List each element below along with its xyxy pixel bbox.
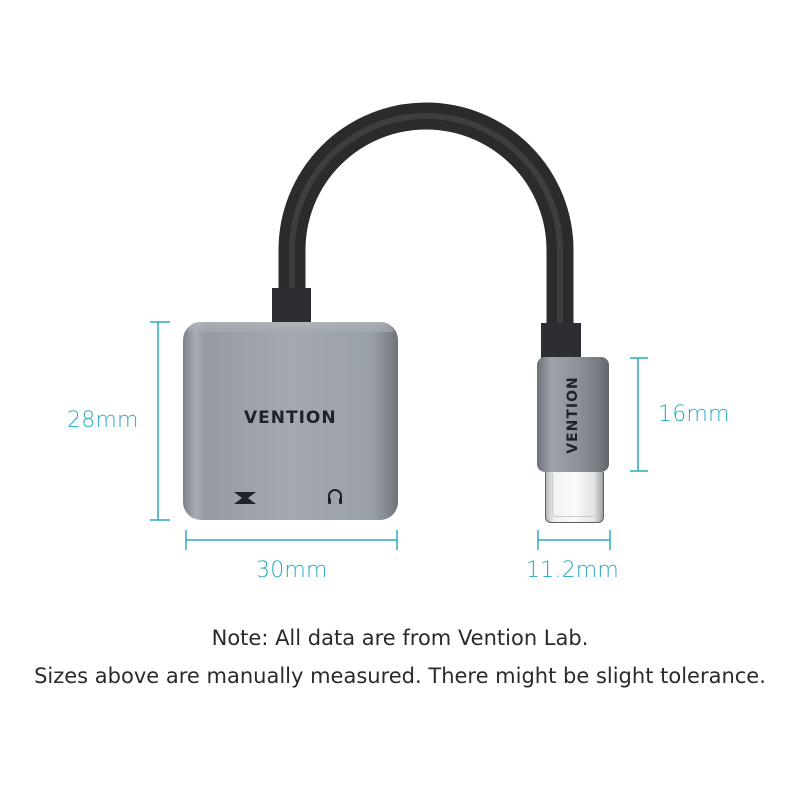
connector-width-label: 11.2mm xyxy=(526,558,620,583)
body-height-label: 28mm xyxy=(67,408,139,433)
body-width-label: 30mm xyxy=(256,558,328,583)
usb-c-plug-inner xyxy=(552,474,597,517)
adapter-body xyxy=(183,322,398,520)
charging-icon xyxy=(234,492,256,504)
note-line-2: Sizes above are manually measured. There… xyxy=(34,664,766,688)
brand-logo: VENTION xyxy=(244,408,337,428)
note-line-1: Note: All data are from Vention Lab. xyxy=(211,626,589,650)
usb-c-connector-shell xyxy=(537,357,609,472)
adapter-body-highlight xyxy=(188,322,393,332)
connector-length-label: 16mm xyxy=(658,402,730,427)
headphone-icon xyxy=(328,489,342,504)
